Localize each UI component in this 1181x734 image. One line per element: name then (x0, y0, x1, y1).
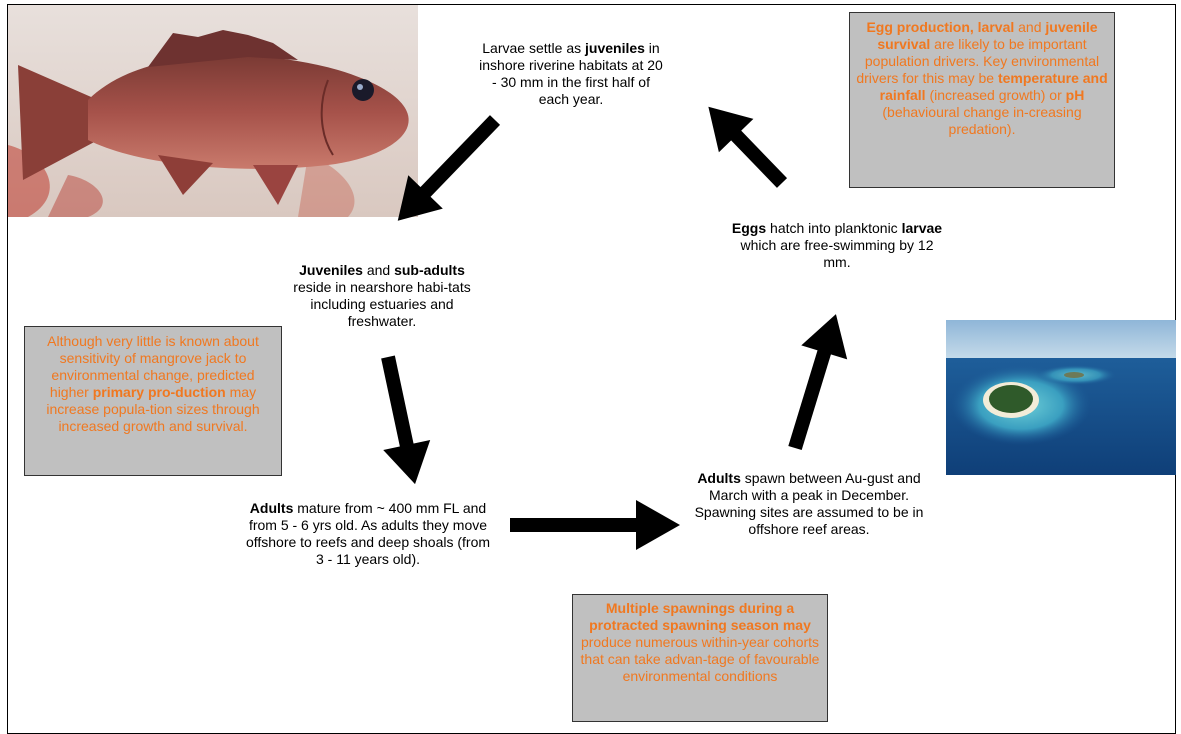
adults-mature-bold-1: Adults (250, 500, 294, 516)
note-egg-production: Egg production, larval and juvenile surv… (849, 12, 1115, 188)
eggs-bold-2: larvae (902, 220, 942, 236)
arrow-juveniles-to-adults (365, 352, 439, 489)
juveniles-text-1: and (363, 262, 394, 278)
stage-juveniles: Juveniles and sub-adults reside in nears… (282, 262, 482, 330)
arrow-spawn-to-eggs (772, 307, 859, 455)
stage-eggs: Eggs hatch into planktonic larvae which … (726, 220, 948, 271)
adults-spawn-bold-1: Adults (697, 470, 741, 486)
stage-adults-mature: Adults mature from ~ 400 mm FL and from … (245, 500, 491, 568)
juveniles-bold-2: sub-adults (394, 262, 465, 278)
stage-adults-spawn: Adults spawn between Au-gust and March w… (684, 470, 934, 538)
note-sensitivity: Although very little is known about sens… (24, 326, 282, 476)
note-spawnings: Multiple spawnings during a protracted s… (572, 594, 828, 722)
eggs-text-1: hatch into planktonic (766, 220, 901, 236)
arrow-settle-to-juveniles (380, 103, 512, 237)
larvae-settle-bold-1: juveniles (585, 40, 645, 56)
egg-production-bold-1: Egg production, larval (866, 19, 1014, 35)
spawnings-text-1: produce numerous within-year cohorts tha… (581, 634, 820, 684)
eggs-bold-1: Eggs (732, 220, 766, 236)
sensitivity-bold-1: primary pro-duction (93, 384, 226, 400)
stage-larvae-settle: Larvae settle as juveniles in inshore ri… (478, 40, 664, 108)
juveniles-text-2: reside in nearshore habi-tats including … (293, 279, 470, 329)
juveniles-bold-1: Juveniles (299, 262, 363, 278)
spawnings-bold-1: Multiple spawnings during a protracted s… (589, 600, 811, 633)
arrow-adults-to-spawn (510, 500, 680, 550)
larvae-settle-text-1: Larvae settle as (482, 40, 585, 56)
egg-production-text-1: and (1014, 19, 1045, 35)
arrow-eggs-to-settle (691, 90, 799, 200)
egg-production-bold-4: pH (1066, 87, 1085, 103)
eggs-text-2: which are free-swimming by 12 mm. (741, 237, 934, 270)
egg-production-text-3: (increased growth) or (926, 87, 1066, 103)
egg-production-text-4: (behavioural change in-creasing predatio… (882, 104, 1081, 137)
